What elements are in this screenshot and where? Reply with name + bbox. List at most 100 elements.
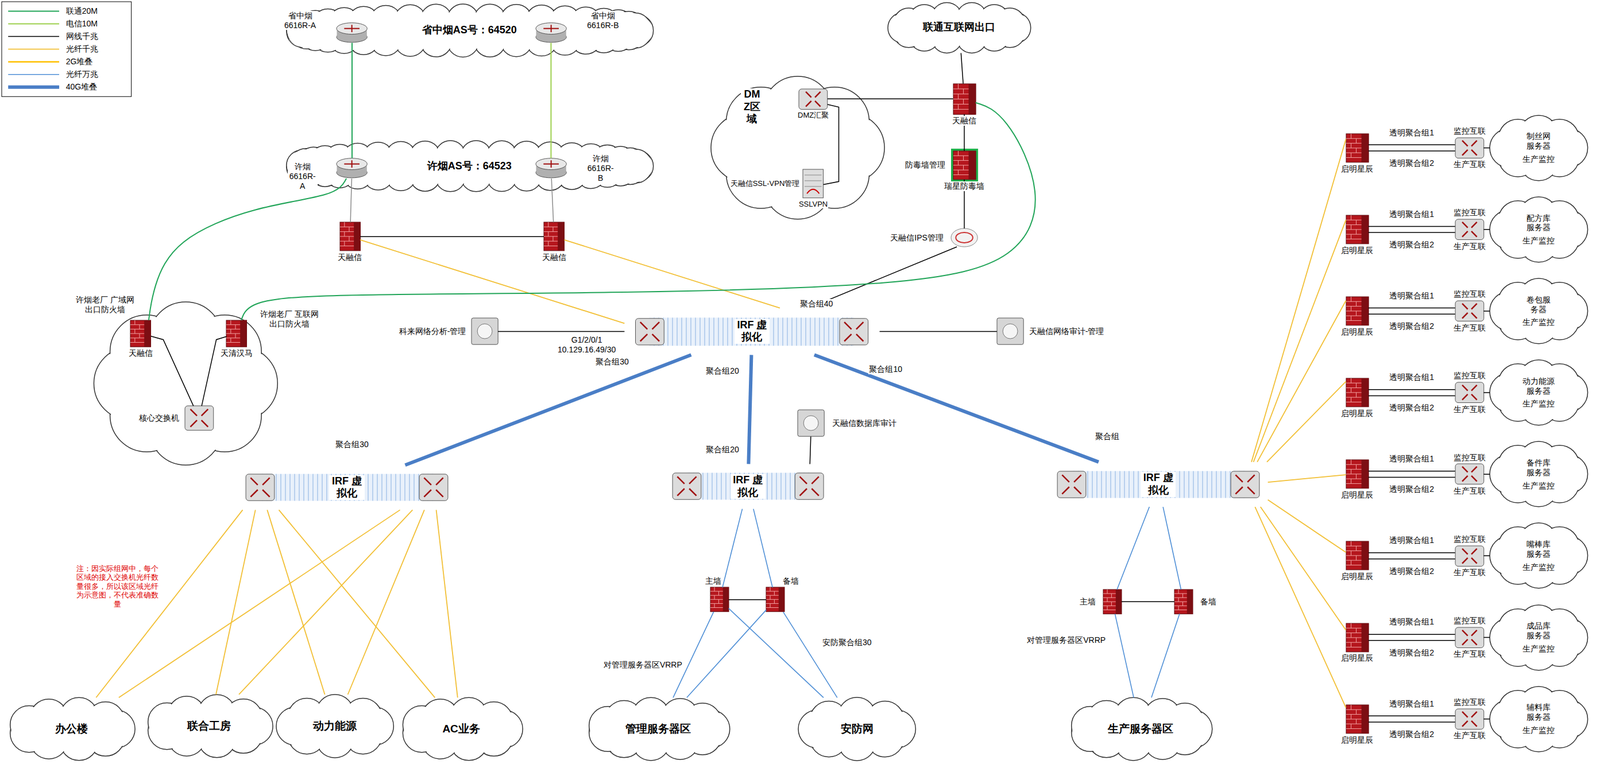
switch-node: 监控互联生产互联 [1455, 546, 1484, 567]
node-title: 省中烟AS号：64520 [421, 24, 518, 37]
firewall-side [240, 320, 247, 347]
device-label: 科来网络分析-管理 [398, 326, 467, 337]
connector [350, 178, 352, 223]
brick-line [957, 160, 959, 166]
connector [963, 179, 965, 229]
brick-line [1346, 546, 1362, 547]
firewall-side [968, 83, 976, 115]
cloud-core [817, 716, 897, 742]
brick-line [953, 88, 969, 90]
device-label: 天融信 [337, 252, 363, 263]
brick-line [1346, 728, 1362, 730]
brick-line [710, 607, 724, 609]
antivirus-wall-node: 防毒墙管理瑞星防毒墙 [953, 151, 976, 180]
cloud-node: 成品库服务器生产监控 [1489, 605, 1588, 671]
old-factory-cloud [93, 302, 278, 466]
switch-body [1455, 137, 1484, 159]
brick-line [547, 232, 549, 237]
device-label: 监控互联 [1452, 207, 1487, 218]
device-label: 防毒墙管理 [904, 160, 946, 170]
legend-text: 网线千兆 [65, 31, 99, 42]
device-label: 省中烟 6616R-A [282, 10, 318, 31]
brick-line [226, 337, 241, 339]
connector [1368, 313, 1456, 315]
switch-arrow [1061, 487, 1069, 494]
firewall-side [557, 222, 564, 251]
connector [1254, 507, 1346, 709]
brick-line [1346, 714, 1362, 716]
brick-line [1346, 719, 1362, 720]
brick-line [713, 596, 715, 601]
node-title: 联合工房 [186, 720, 232, 734]
node-shape [1455, 464, 1484, 485]
switch-arrow [1471, 303, 1478, 310]
firewall-node: 启明星辰 [1346, 296, 1369, 326]
connector [1162, 507, 1181, 590]
switch-arrow [814, 91, 821, 98]
brick-line [1350, 296, 1352, 302]
firewall-body [1346, 623, 1369, 653]
connector [1368, 634, 1456, 636]
switch-body [1455, 219, 1484, 241]
brick-line [1111, 601, 1112, 606]
switch-arrow [640, 334, 648, 342]
node-shape [1455, 219, 1484, 241]
connector-label: 透明聚合组2 [1388, 158, 1435, 169]
switch-body [1455, 300, 1484, 322]
brick-line [1346, 143, 1362, 144]
server-slot [804, 174, 822, 176]
connector [348, 509, 425, 695]
brick-line [1346, 392, 1362, 394]
cloud-core [164, 713, 254, 740]
connector-label: 透明聚合组1 [1388, 617, 1435, 628]
connector [1368, 477, 1456, 479]
device-label: 天融信 [951, 116, 977, 126]
firewall-side [144, 320, 152, 347]
connector-label: 透明聚合组1 [1388, 535, 1435, 546]
switch-arrow [1462, 140, 1468, 147]
legend-sample [8, 10, 60, 13]
brick-line [339, 226, 354, 228]
server-body [802, 169, 824, 199]
firewall-node: 主墙 [1103, 589, 1122, 615]
brick-line [230, 329, 232, 334]
connector [1368, 721, 1456, 724]
node-title: 生产监控 [1521, 399, 1556, 409]
connector [1483, 310, 1490, 312]
brick-line [963, 89, 964, 95]
brick-line [226, 324, 241, 326]
brick-line [1346, 627, 1362, 629]
cloud-node: 许烟AS号：64523许烟 6616R-A许烟 6616R-B [286, 140, 654, 192]
brick-line [344, 232, 345, 237]
brick-line [235, 333, 237, 339]
brick-line [226, 342, 241, 343]
switch-node: 监控互联生产互联 [1455, 709, 1484, 730]
device-label: 启明星辰 [1340, 164, 1374, 175]
router-node: 许烟 6616R-B [535, 157, 567, 179]
connector [215, 509, 256, 695]
brick-line [543, 226, 558, 228]
brick-line [1350, 551, 1352, 556]
brick-line [953, 164, 969, 166]
node-shape [951, 228, 978, 247]
firewall-body [766, 587, 785, 613]
brick-line [953, 93, 969, 95]
appliance-body [996, 318, 1024, 345]
brick-line [774, 600, 775, 605]
connector [267, 509, 325, 695]
connector [436, 509, 458, 698]
node-title: 备件库服务器 [1524, 458, 1553, 478]
cloud-core [1088, 716, 1194, 742]
firewall-side [1361, 296, 1369, 326]
node-title: 安防网 [840, 723, 875, 737]
cloud-core [26, 716, 117, 742]
brick-line [1346, 147, 1362, 149]
switch-arrow [814, 101, 821, 107]
connector-label: 透明聚合组2 [1388, 240, 1435, 250]
switch-node: 监控互联生产互联 [1455, 464, 1484, 485]
router-node: 省中烟 6616R-B [535, 22, 567, 44]
legend-text: 联通20M [65, 6, 99, 17]
switch-arrow [1061, 474, 1069, 482]
switch-body [1057, 471, 1087, 498]
switch-arrow [1471, 385, 1478, 392]
